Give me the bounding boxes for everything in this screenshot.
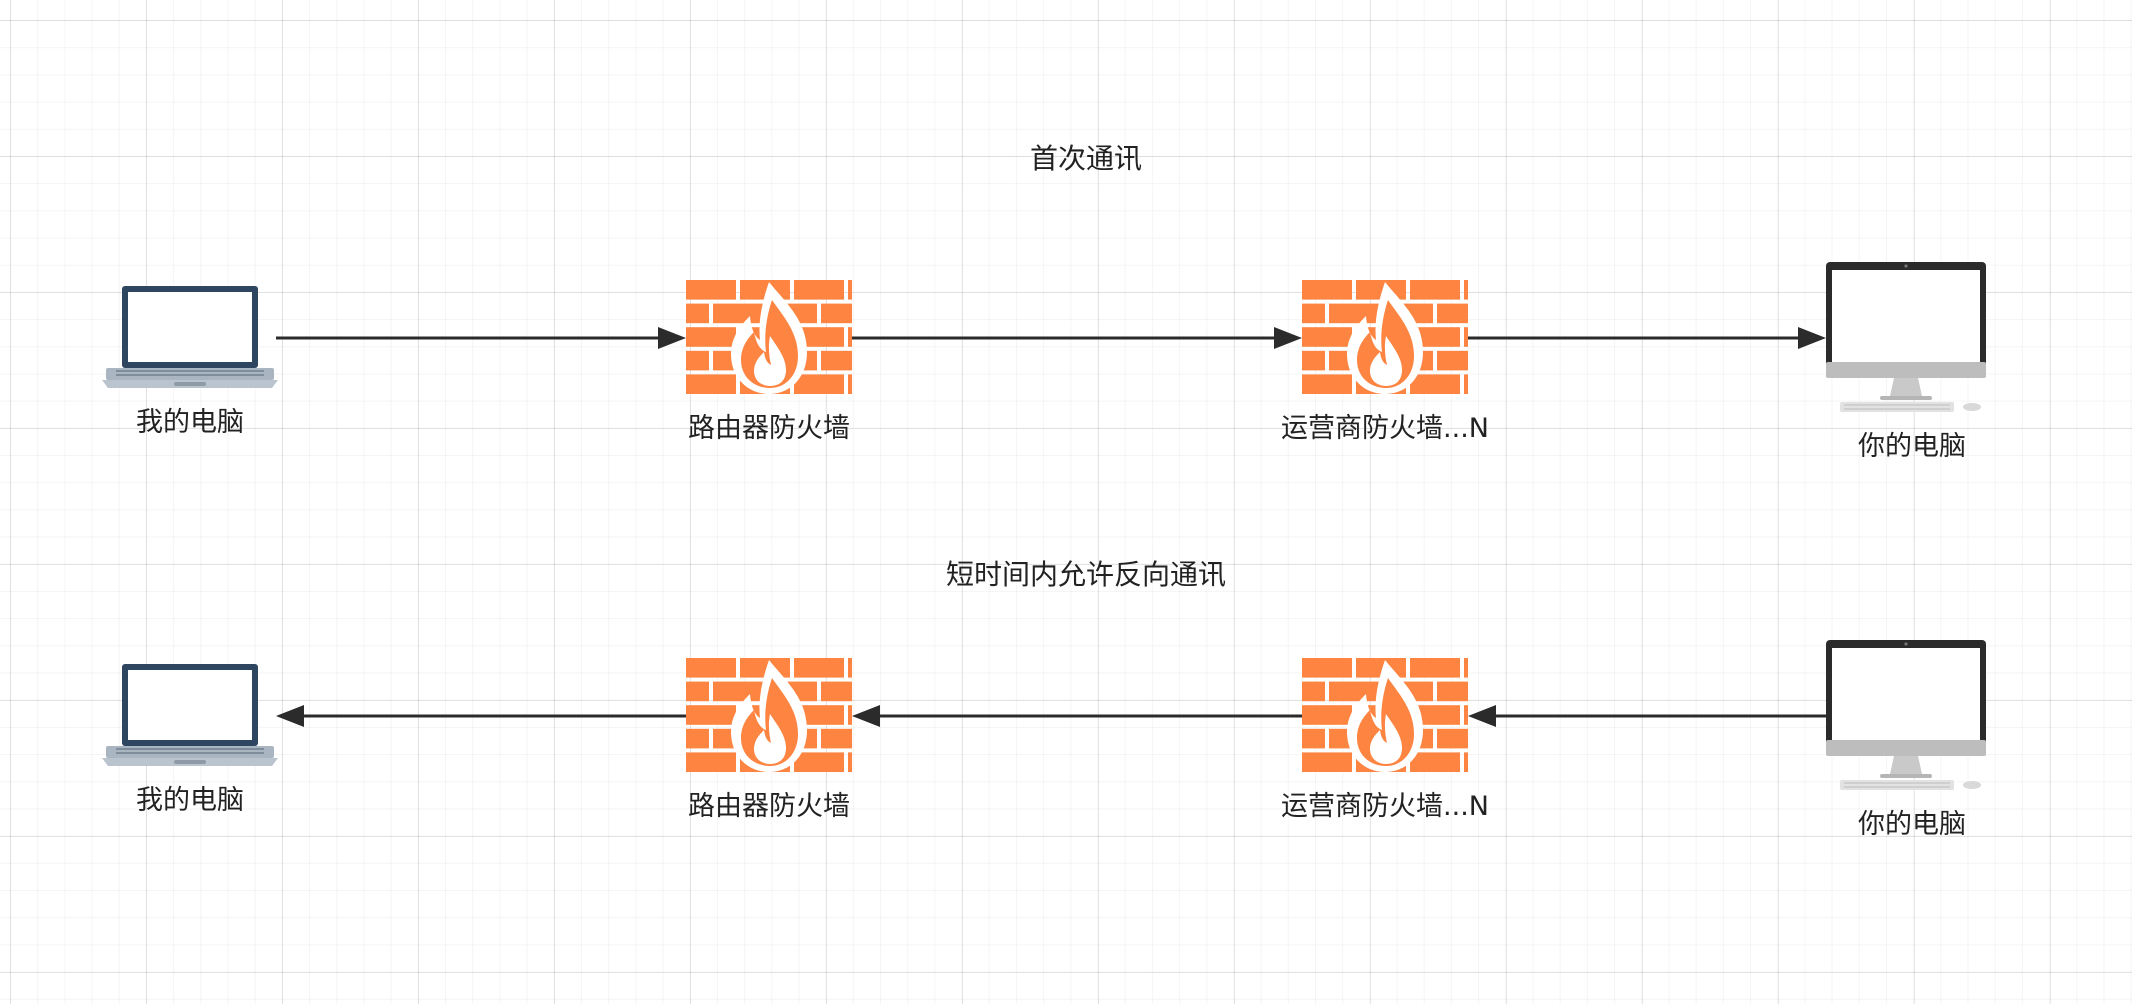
firewall-icon: [1302, 658, 1468, 772]
node-label: 路由器防火墙: [688, 413, 850, 444]
desktop-computer-icon: [1826, 262, 1986, 412]
node-label: 你的电脑: [1858, 431, 1966, 462]
router-firewall-node[interactable]: [686, 280, 852, 398]
firewall-icon: [686, 280, 852, 394]
firewall-icon: [1302, 280, 1468, 394]
isp-firewall-node[interactable]: [1302, 280, 1468, 398]
desktop-computer-icon: [1826, 640, 1986, 790]
firewall-icon: [686, 658, 852, 772]
my-computer-node[interactable]: [102, 662, 278, 770]
my-computer-node[interactable]: [102, 284, 278, 392]
row-caption: 短时间内允许反向通讯: [945, 558, 1227, 591]
your-computer-node[interactable]: [1826, 262, 1986, 416]
router-firewall-node[interactable]: [686, 658, 852, 776]
node-label: 运营商防火墙...N: [1281, 791, 1489, 822]
node-label: 路由器防火墙: [688, 791, 850, 822]
node-label: 你的电脑: [1858, 809, 1966, 840]
node-label: 我的电脑: [136, 785, 244, 816]
your-computer-node[interactable]: [1826, 640, 1986, 794]
row-caption: 首次通讯: [1029, 142, 1143, 175]
isp-firewall-node[interactable]: [1302, 658, 1468, 776]
node-label: 运营商防火墙...N: [1281, 413, 1489, 444]
laptop-icon: [102, 286, 278, 388]
laptop-icon: [102, 664, 278, 766]
node-label: 我的电脑: [136, 407, 244, 438]
